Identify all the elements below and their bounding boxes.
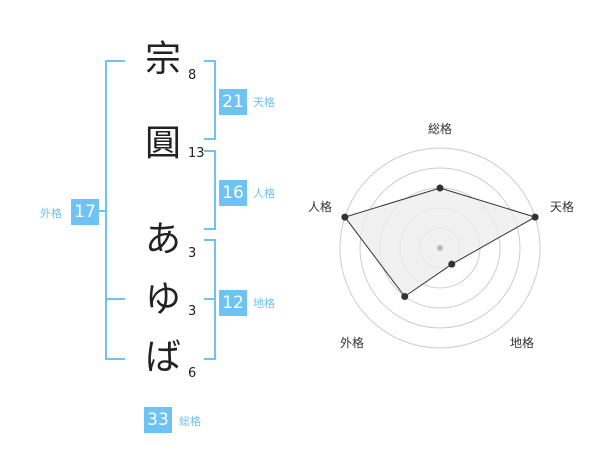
radar-shape	[344, 187, 537, 298]
name-char-3: あ	[144, 219, 181, 260]
gaikaku-label: 外格	[40, 207, 62, 220]
stroke-count-1: 8	[188, 68, 197, 83]
radar-point-2	[531, 213, 539, 221]
soukaku-label: 総格	[179, 415, 201, 428]
gaikaku-bracket	[105, 60, 125, 360]
tenkaku-value-badge: 21	[219, 89, 247, 115]
radar-axis-label-gaikaku: 外格	[340, 336, 365, 350]
radar-axis-label-tenkaku: 天格	[550, 200, 575, 214]
radar-point-4	[401, 293, 409, 301]
chikaku-value-badge: 12	[219, 290, 247, 316]
soukaku-value-badge: 33	[144, 407, 172, 433]
radar-center-dot	[437, 245, 443, 251]
radar-axis-label-soukaku: 総格	[428, 122, 453, 136]
gaikaku-bracket-connector	[96, 210, 106, 212]
stroke-count-4: 3	[188, 304, 197, 319]
jinkaku-bracket	[204, 150, 216, 230]
radar-point-3	[448, 260, 456, 268]
name-char-4: ゆ	[144, 279, 181, 320]
radar-axis-label-jinkaku: 人格	[308, 200, 333, 214]
jinkaku-value-badge: 16	[219, 180, 247, 206]
name-char-1: 宗	[144, 39, 181, 80]
radar-point-1	[436, 184, 444, 192]
jinkaku-label: 人格	[253, 187, 275, 200]
gaikaku-bracket-tick	[105, 298, 125, 300]
chikaku-bracket-tick	[204, 298, 216, 300]
tenkaku-label: 天格	[253, 96, 275, 109]
gaikaku-value-badge: 17	[71, 199, 99, 225]
stroke-count-3: 3	[188, 246, 197, 261]
radar-ring-4	[359, 167, 521, 329]
name-char-2: 圓	[144, 123, 181, 164]
radar-ring-5	[339, 147, 541, 349]
stroke-count-5: 6	[188, 366, 197, 381]
radar-axis-label-chikaku: 地格	[510, 336, 535, 350]
name-char-5: ば	[144, 337, 181, 378]
radar-point-5	[341, 213, 349, 221]
tenkaku-bracket	[204, 60, 216, 140]
stroke-count-2: 13	[188, 146, 205, 161]
chikaku-label: 地格	[253, 297, 275, 310]
